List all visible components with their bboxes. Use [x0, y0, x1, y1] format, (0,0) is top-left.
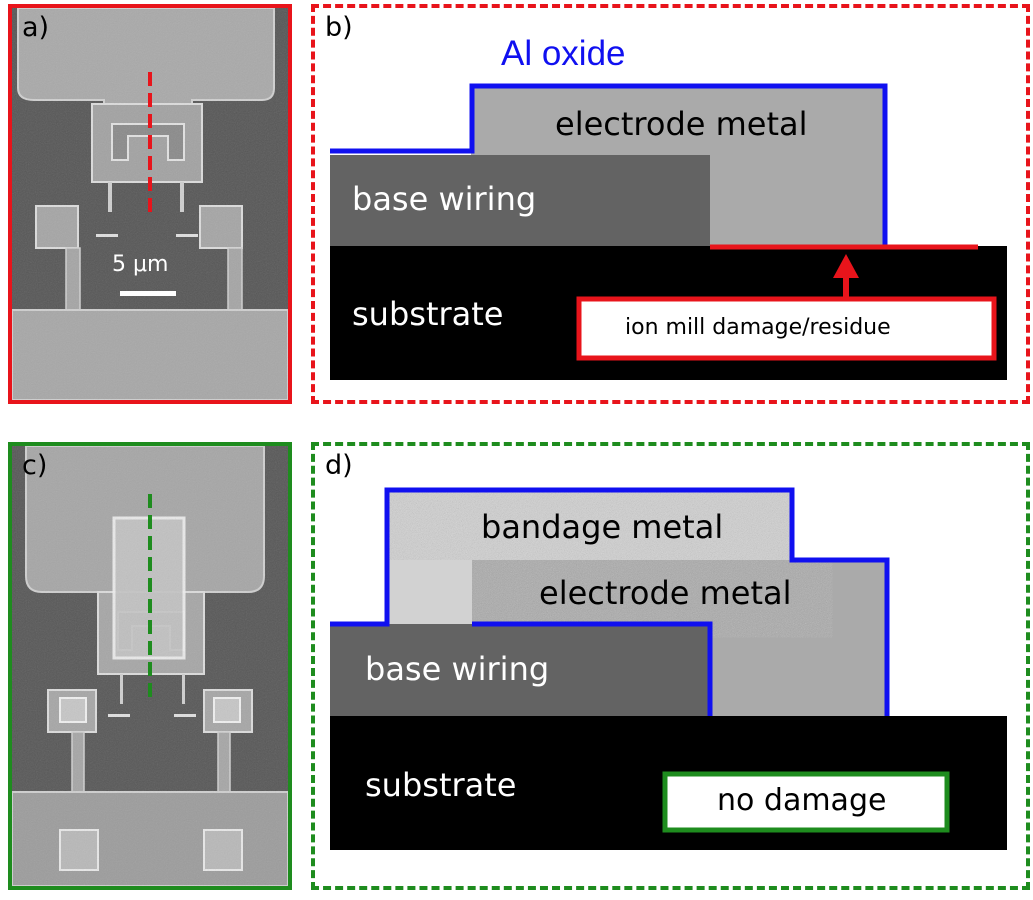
- damage-box: [576, 296, 997, 361]
- panel-label-b: b): [325, 12, 353, 43]
- al-oxide-label: Al oxide: [501, 34, 626, 73]
- cross-section-b: b) Al oxide electrode metal base wiring …: [311, 4, 1030, 404]
- electrode-metal-label: electrode metal: [555, 105, 808, 143]
- panel-label-d: d): [325, 450, 353, 481]
- damage-arrow: [833, 254, 859, 278]
- cross-section-graphic-b: [330, 83, 1007, 380]
- cross-section-d: d) bandage metal electrode metal base wi…: [311, 442, 1030, 890]
- al-oxide-outline-outer: [330, 487, 890, 716]
- base-wiring-layer: [330, 155, 710, 246]
- sem-graphic-a: [12, 8, 288, 400]
- cross-section-graphic-d: [330, 487, 1007, 850]
- electrode-metal-layer: [471, 86, 885, 246]
- base-wiring-label: base wiring: [352, 180, 537, 218]
- scale-bar-label: 5 μm: [112, 252, 169, 277]
- electrode-metal-label: electrode metal: [539, 574, 792, 612]
- al-oxide-outline-inner: [472, 621, 713, 716]
- bandage-metal-label: bandage metal: [481, 508, 724, 546]
- substrate-label: substrate: [365, 766, 517, 804]
- base-wiring-label: base wiring: [365, 650, 550, 688]
- sem-graphic-c: [12, 446, 288, 886]
- sem-image-c: c): [8, 442, 292, 890]
- al-oxide-outline: [330, 83, 888, 246]
- no-damage-label: no damage: [717, 783, 887, 818]
- substrate-label: substrate: [352, 295, 504, 333]
- no-damage-box: [662, 771, 950, 833]
- base-wiring-layer: [330, 624, 710, 716]
- panel-label-a: a): [22, 12, 50, 43]
- panel-label-c: c): [22, 450, 48, 481]
- damage-box-label: ion mill damage/residue: [625, 315, 891, 340]
- sem-image-a: a) 5 μm: [8, 4, 292, 404]
- scale-bar: [120, 291, 176, 296]
